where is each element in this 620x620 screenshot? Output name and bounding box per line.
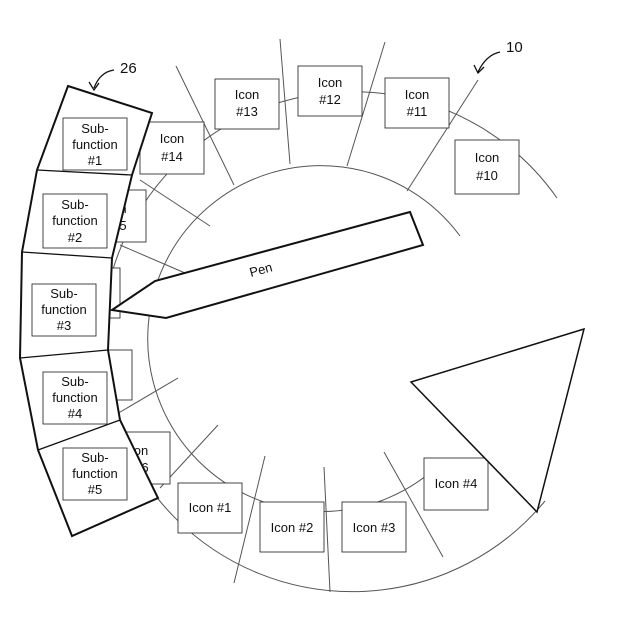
icon-2-label: Icon #2 bbox=[271, 520, 314, 535]
triangle-pointer[interactable] bbox=[409, 327, 586, 514]
icon-4-label: Icon #4 bbox=[435, 476, 478, 491]
icon-10-number: #10 bbox=[476, 168, 498, 183]
subfunction-5-line1: Sub- bbox=[81, 450, 108, 465]
icon-11-label: Icon bbox=[405, 87, 430, 102]
reference-number-26: 26 bbox=[120, 60, 137, 77]
icon-14-label: Icon bbox=[160, 131, 185, 146]
subfunction-1-line1: Sub- bbox=[81, 121, 108, 136]
subfunction-3-line1: Sub- bbox=[50, 286, 77, 301]
icon-6-fragment-b: 6 bbox=[141, 460, 148, 475]
reference-number-10: 10 bbox=[506, 39, 523, 56]
segment-divider bbox=[346, 41, 386, 167]
segment-divider bbox=[109, 377, 179, 419]
subfunction-2-line1: Sub- bbox=[61, 197, 88, 212]
pen-pointer[interactable]: Pen bbox=[109, 210, 425, 320]
segment-divider bbox=[383, 451, 444, 558]
subfunction-3-line2: function bbox=[41, 302, 87, 317]
icon-15-fragment-b: 5 bbox=[119, 218, 126, 233]
icon-1-label: Icon #1 bbox=[189, 500, 232, 515]
subfunction-1-line2: function bbox=[72, 137, 118, 152]
icon-4[interactable]: Icon #4 bbox=[423, 457, 489, 511]
icon-14-number: #14 bbox=[161, 149, 183, 164]
submenu-panel: Sub- function #1 Sub- function #2 Sub- f… bbox=[18, 84, 160, 538]
reference-arrow-26 bbox=[93, 69, 115, 89]
subfunction-4-line3: #4 bbox=[68, 406, 82, 421]
submenu-divider bbox=[36, 169, 133, 176]
subfunction-3[interactable]: Sub- function #3 bbox=[31, 283, 97, 337]
segment-divider bbox=[139, 179, 211, 227]
segment-divider bbox=[119, 244, 186, 274]
segment-divider bbox=[233, 455, 266, 584]
submenu-divider bbox=[21, 251, 113, 259]
reference-arrowhead-26 bbox=[88, 81, 100, 92]
reference-arrowhead-10 bbox=[473, 64, 485, 75]
submenu-divider bbox=[37, 419, 121, 451]
subfunction-2-line2: function bbox=[52, 213, 98, 228]
reference-label-10: 10 bbox=[473, 39, 523, 75]
subfunction-1-line3: #1 bbox=[88, 153, 102, 168]
subfunction-5-line3: #5 bbox=[88, 482, 102, 497]
icon-13-label: Icon bbox=[235, 87, 260, 102]
icon-2[interactable]: Icon #2 bbox=[259, 501, 325, 553]
submenu-divider bbox=[19, 349, 109, 359]
subfunction-5[interactable]: Sub- function #5 bbox=[62, 447, 128, 501]
pen-label: Pen bbox=[248, 259, 274, 279]
subfunction-4-line1: Sub- bbox=[61, 374, 88, 389]
subfunction-4-line2: function bbox=[52, 390, 98, 405]
icon-12[interactable]: Icon #12 bbox=[297, 65, 363, 117]
icon-11-number: #11 bbox=[407, 104, 428, 119]
icon-11[interactable]: Icon #11 bbox=[384, 77, 450, 129]
pen-shape[interactable] bbox=[109, 210, 425, 320]
icon-10-label: Icon bbox=[475, 150, 500, 165]
segment-divider bbox=[323, 466, 331, 593]
subfunction-5-line2: function bbox=[72, 466, 118, 481]
subfunction-1[interactable]: Sub- function #1 bbox=[62, 117, 128, 171]
icon-13-number: #13 bbox=[236, 104, 258, 119]
segment-divider bbox=[279, 38, 291, 165]
icon-12-label: Icon bbox=[318, 75, 343, 90]
icon-10[interactable]: Icon #10 bbox=[454, 139, 520, 195]
reference-arrow-10 bbox=[477, 51, 501, 73]
icon-3[interactable]: Icon #3 bbox=[341, 501, 407, 553]
icon-12-number: #12 bbox=[319, 92, 341, 107]
segment-divider bbox=[175, 65, 235, 186]
reference-label-26: 26 bbox=[88, 60, 137, 92]
subfunction-2-line3: #2 bbox=[68, 230, 82, 245]
icon-1[interactable]: Icon #1 bbox=[177, 482, 243, 534]
icon-3-label: Icon #3 bbox=[353, 520, 396, 535]
icon-13[interactable]: Icon #13 bbox=[214, 78, 280, 130]
icon-14[interactable]: Icon #14 bbox=[139, 121, 205, 175]
subfunction-2[interactable]: Sub- function #2 bbox=[42, 193, 108, 249]
subfunction-4[interactable]: Sub- function #4 bbox=[42, 371, 108, 425]
subfunction-3-line3: #3 bbox=[57, 318, 71, 333]
segment-divider bbox=[406, 79, 479, 192]
